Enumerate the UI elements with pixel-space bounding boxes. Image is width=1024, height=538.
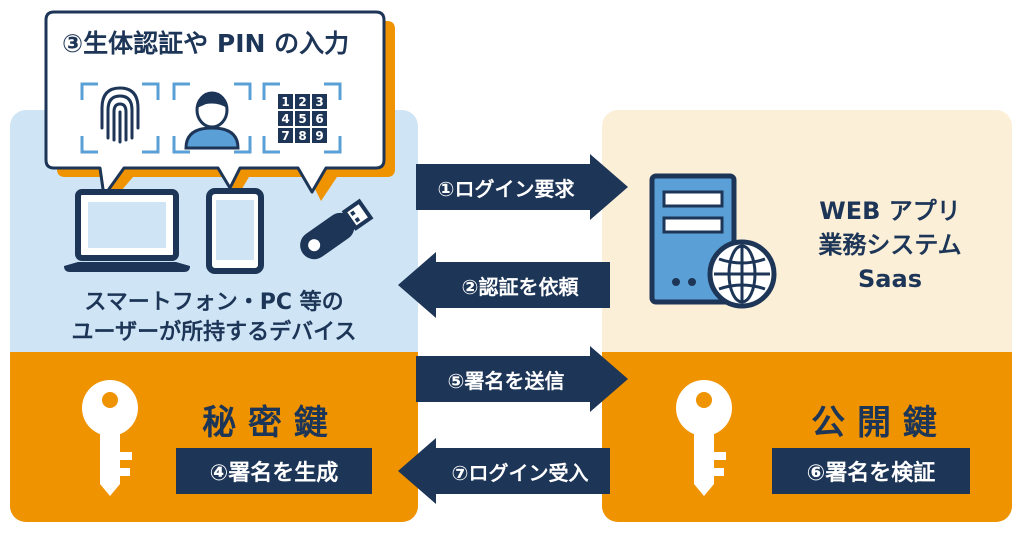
- devices-label-line2: ユーザーが所持するデバイス: [71, 320, 357, 345]
- arrow-step1-right: [416, 154, 628, 220]
- bubble-title: ③生体認証や PIN の入力: [62, 29, 350, 58]
- keypad-digit: 7: [281, 129, 289, 143]
- usb-key-icon: [300, 198, 374, 260]
- arrow-step1-label: ①ログイン要求: [437, 176, 575, 201]
- keypad-key: [295, 128, 310, 143]
- keypad-digit: 3: [315, 95, 323, 109]
- keypad-key: [278, 94, 293, 109]
- devices-label: スマートフォン・PC 等の ユーザーが所持するデバイス: [10, 286, 418, 350]
- face-icon: [172, 82, 252, 154]
- keypad-digit: 1: [281, 95, 289, 109]
- arrow-step2-left: [398, 252, 610, 318]
- arrow-step7-label: ⑦ログイン受入: [451, 460, 589, 485]
- keypad-key: [295, 94, 310, 109]
- keypad-digit: 2: [298, 95, 306, 109]
- server-label-line3: Saas: [858, 265, 922, 293]
- private-key-icon: [82, 380, 138, 496]
- arrow-step5-label: ⑤署名を送信: [447, 368, 565, 393]
- laptop-icon: [64, 189, 190, 272]
- public-key-action: ⑥署名を検証: [772, 448, 970, 494]
- keypad-key: [295, 111, 310, 126]
- server-label-line1: WEB アプリ: [819, 197, 961, 225]
- keypad-key: [278, 128, 293, 143]
- arrow-step7-left: [398, 438, 610, 504]
- keypad-digit: 5: [298, 112, 306, 126]
- keypad-digit: 9: [315, 129, 323, 143]
- devices-label-line1: スマートフォン・PC 等の: [84, 290, 344, 315]
- smartphone-icon: [206, 188, 264, 274]
- public-key-title: 公 開 鍵: [811, 402, 937, 443]
- keypad-key: [312, 94, 327, 109]
- keypad-key: [312, 128, 327, 143]
- arrow-step2-label: ②認証を依頼: [461, 274, 579, 299]
- server-label-line2: 業務システム: [818, 231, 962, 259]
- private-key-title: 秘 密 鍵: [202, 402, 328, 443]
- keypad-key: [312, 111, 327, 126]
- server-label: WEB アプリ 業務システム Saas: [790, 190, 990, 300]
- keypad-digit: 4: [281, 112, 289, 126]
- globe-icon: [714, 244, 770, 304]
- arrow-step5-right: [416, 346, 628, 412]
- keypad-digit: 8: [298, 129, 306, 143]
- keypad-key: [278, 111, 293, 126]
- fingerprint-icon: [80, 82, 160, 154]
- public-key-icon: [676, 380, 732, 496]
- keypad-digit: 6: [315, 112, 323, 126]
- private-key-action: ④署名を生成: [176, 448, 372, 494]
